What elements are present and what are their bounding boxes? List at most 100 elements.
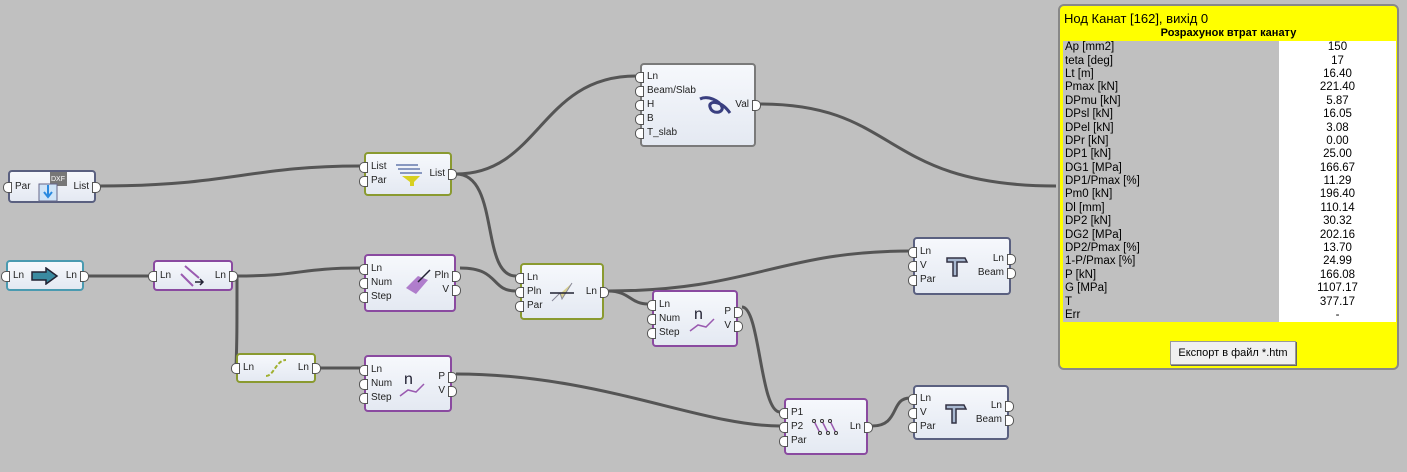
input-port[interactable]: Ln [358, 363, 392, 377]
wire [459, 266, 517, 293]
table-row: DP1 [kN]25.00 [1063, 148, 1396, 162]
output-port[interactable]: Ln [585, 285, 610, 298]
dxf-import-node[interactable]: Par DXF List [3, 170, 101, 203]
row-label: P [kN] [1063, 268, 1279, 283]
input-port[interactable]: Num [358, 377, 393, 390]
results-panel: Нод Канат [162], вихід 0 Розрахунок втра… [1058, 4, 1399, 370]
input-port[interactable]: Step [646, 326, 680, 339]
table-row: teta [deg]17 [1063, 54, 1396, 68]
output-port[interactable]: Ln [849, 420, 874, 433]
table-row: Err- [1063, 308, 1396, 323]
input-port[interactable]: Ln [908, 245, 936, 259]
input-port[interactable]: Ln [635, 70, 696, 84]
table-row: DG1 [MPa]166.67 [1063, 161, 1396, 175]
input-port[interactable]: Ln [908, 392, 936, 406]
row-value: 16.40 [1279, 67, 1396, 82]
row-label: Ap [mm2] [1063, 41, 1279, 55]
row-value: 25.00 [1279, 148, 1396, 162]
plane-icon [406, 269, 431, 294]
input-port[interactable]: Num [646, 312, 681, 325]
input-port[interactable]: T_slab [635, 126, 696, 140]
wire [759, 102, 1057, 188]
input-port[interactable]: V [908, 259, 936, 273]
output-port[interactable]: List [429, 168, 457, 180]
table-row: DPmu [kN]5.87 [1063, 94, 1396, 108]
row-value: 30.32 [1279, 215, 1396, 229]
input-port[interactable]: Par [3, 180, 31, 193]
row-label: teta [deg] [1063, 54, 1279, 68]
divide-icon: n [689, 306, 715, 332]
output-port[interactable]: Pln [434, 270, 462, 282]
input-port[interactable]: P1 [779, 406, 807, 420]
input-port[interactable]: Par [908, 274, 936, 286]
output-port[interactable]: Val [735, 99, 761, 111]
row-value: 13.70 [1279, 241, 1396, 256]
input-port[interactable]: Par [359, 175, 387, 187]
row-value: 5.87 [1279, 94, 1396, 108]
row-value: 24.99 [1279, 255, 1396, 269]
wire [99, 164, 361, 188]
output-port[interactable]: Ln [978, 252, 1017, 266]
input-port[interactable]: V [908, 406, 936, 420]
output-port[interactable]: Ln [65, 269, 90, 282]
input-port[interactable]: Step [358, 291, 392, 303]
output-port[interactable]: P [724, 305, 743, 318]
curve-node[interactable]: Ln Ln [230, 353, 322, 383]
input-port[interactable]: Par [779, 434, 807, 447]
row-value: 0.00 [1279, 134, 1396, 149]
output-port[interactable]: P [438, 370, 457, 383]
wire [455, 372, 781, 428]
divide-icon: n [399, 371, 425, 397]
output-port[interactable]: V [724, 319, 743, 332]
input-port[interactable]: P2 [779, 420, 807, 434]
wire [871, 396, 911, 428]
input-port[interactable]: List [359, 161, 387, 173]
offset-icon [180, 264, 205, 287]
input-port[interactable]: Ln [515, 271, 543, 285]
row-label: Pmax [kN] [1063, 81, 1279, 95]
input-port[interactable]: Num [358, 277, 393, 289]
input-port[interactable]: Ln [0, 269, 25, 282]
table-row: DP1/Pmax [%]11.29 [1063, 174, 1396, 189]
input-port[interactable]: Ln [646, 298, 680, 312]
output-port[interactable]: Ln [976, 399, 1015, 413]
table-row: Dl [mm]110.14 [1063, 201, 1396, 216]
output-port[interactable]: V [438, 384, 457, 397]
wire [455, 172, 517, 278]
line-param-node[interactable]: Ln Ln [0, 260, 90, 291]
output-port[interactable]: V [435, 283, 462, 297]
input-port[interactable]: Ln [230, 362, 255, 374]
wire [236, 266, 361, 278]
input-port[interactable]: Pln [515, 285, 542, 298]
intersect-icon [550, 282, 574, 301]
offset-line-node[interactable]: Ln Ln [147, 260, 239, 291]
output-port[interactable]: Beam [975, 413, 1015, 426]
panel-title: Нод Канат [162], вихід 0 [1064, 11, 1209, 26]
output-port[interactable]: Ln [297, 362, 322, 374]
row-value: 221.40 [1279, 81, 1396, 95]
output-port[interactable]: Ln [214, 269, 239, 282]
svg-text:n: n [404, 371, 413, 388]
input-port[interactable]: Step [358, 391, 392, 404]
output-port[interactable]: List [73, 180, 101, 193]
export-button[interactable]: Експорт в файл *.htm [1170, 341, 1296, 365]
input-port[interactable]: Ln [358, 262, 392, 276]
input-port[interactable]: Par [515, 299, 543, 312]
output-port[interactable]: Beam [977, 267, 1017, 279]
input-port[interactable]: B [635, 112, 696, 126]
input-port[interactable]: H [635, 98, 696, 112]
input-port[interactable]: Ln [147, 269, 172, 282]
input-port[interactable]: Par [908, 420, 936, 433]
input-port[interactable]: Beam/Slab [635, 85, 696, 97]
